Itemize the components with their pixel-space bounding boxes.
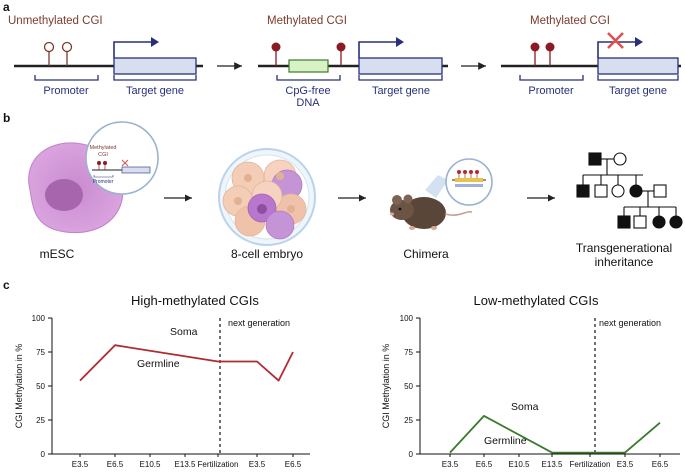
inset-title-line2: CGI bbox=[98, 152, 108, 158]
x-tick-label: E6.5 bbox=[285, 460, 302, 469]
cpg-free-dna-box bbox=[288, 59, 329, 73]
target-bracket bbox=[113, 75, 197, 81]
methylated-cpg-lollipops bbox=[530, 42, 555, 66]
x-tick-label: E3.5 bbox=[249, 460, 266, 469]
tss-arrow bbox=[597, 41, 637, 58]
promoter-bracket bbox=[519, 75, 584, 81]
tss-arrow bbox=[358, 41, 398, 58]
y-tick-label: 0 bbox=[41, 450, 46, 459]
inset-promoter-label: Promoter bbox=[93, 179, 114, 185]
state-methylated-silenced: Methylated CGI Promoter Target gene bbox=[501, 15, 681, 97]
y-tick-label: 100 bbox=[400, 314, 414, 323]
target-bracket bbox=[597, 75, 679, 81]
insert-label-line2: DNA bbox=[296, 97, 320, 109]
y-axis-label: CGI Methylation in % bbox=[14, 344, 24, 429]
series-line-germline bbox=[79, 344, 294, 382]
y-tick-label: 0 bbox=[409, 450, 414, 459]
y-tick-label: 50 bbox=[404, 382, 413, 391]
series-line-germline bbox=[449, 414, 661, 454]
tss-arrow bbox=[113, 41, 153, 58]
target-gene-label: Target gene bbox=[126, 85, 184, 97]
x-tick-label: Fertilization bbox=[198, 460, 239, 469]
panel-c: c High-methylated CGIs CGI Methylation i… bbox=[3, 278, 680, 469]
x-tick-label: E10.5 bbox=[509, 460, 530, 469]
y-tick-label: 100 bbox=[32, 314, 46, 323]
silenced-cross-icon bbox=[607, 32, 624, 49]
methylated-cpg-lollipops bbox=[271, 42, 346, 66]
pedigree-icon bbox=[576, 152, 683, 229]
unmethylated-cpg-lollipops bbox=[43, 41, 73, 66]
panel-a: a Unmethylated CGI Promoter Target gene … bbox=[3, 0, 681, 109]
x-tick-label: E6.5 bbox=[476, 460, 493, 469]
tss-arrowhead bbox=[151, 37, 159, 47]
inset-title-line1: Methylated bbox=[90, 145, 117, 151]
series-label-soma: Soma bbox=[170, 326, 198, 338]
y-tick-label: 50 bbox=[36, 382, 45, 391]
x-tick-label: E6.5 bbox=[107, 460, 124, 469]
chart-title: High-methylated CGIs bbox=[131, 293, 259, 308]
target-gene-box bbox=[597, 57, 679, 75]
state-3-title: Methylated CGI bbox=[530, 15, 610, 27]
panel-b: b Methylated CGI Promoter mESC bbox=[3, 111, 683, 269]
chimera-mouse-icon bbox=[390, 175, 473, 230]
chimera-label: Chimera bbox=[403, 247, 449, 261]
target-gene-label: Target gene bbox=[609, 85, 667, 97]
next-generation-label: next generation bbox=[228, 318, 290, 328]
y-tick-label: 25 bbox=[36, 416, 45, 425]
state-2-title: Methylated CGI bbox=[267, 15, 347, 27]
promoter-bracket bbox=[34, 75, 99, 81]
state-methylated-insert: Methylated CGI CpG-free DNA Target gene bbox=[258, 15, 448, 109]
promoter-label: Promoter bbox=[528, 85, 574, 97]
embryo-icon bbox=[218, 148, 316, 246]
target-gene-label: Target gene bbox=[372, 85, 430, 97]
y-axis-label: CGI Methylation in % bbox=[381, 344, 391, 429]
promoter-label: Promoter bbox=[43, 85, 89, 97]
chimera-construct-inset bbox=[445, 158, 493, 206]
series-label-germline: Germline bbox=[137, 358, 180, 370]
state-1-title: Unmethylated CGI bbox=[8, 15, 103, 27]
y-tick-label: 25 bbox=[404, 416, 413, 425]
series-label-soma: Soma bbox=[511, 401, 539, 413]
chart-title: Low-methylated CGIs bbox=[474, 293, 599, 308]
target-gene-box bbox=[358, 57, 443, 75]
next-generation-label: next generation bbox=[599, 318, 661, 328]
tss-arrowhead bbox=[396, 37, 404, 47]
embryo-label: 8-cell embryo bbox=[231, 247, 303, 261]
x-tick-label: E13.5 bbox=[175, 460, 196, 469]
pedigree-label-line2: inheritance bbox=[595, 255, 654, 269]
x-tick-label: E6.5 bbox=[652, 460, 669, 469]
pedigree-label-line1: Transgenerational bbox=[576, 241, 672, 255]
x-tick-label: E10.5 bbox=[140, 460, 161, 469]
construct-inset: Methylated CGI Promoter bbox=[85, 121, 159, 195]
x-tick-label: Fertilization bbox=[570, 460, 611, 469]
y-tick-label: 75 bbox=[36, 348, 45, 357]
panel-c-letter: c bbox=[3, 278, 10, 292]
panel-a-letter: a bbox=[3, 0, 10, 14]
insert-bracket bbox=[276, 75, 341, 81]
x-tick-label: E3.5 bbox=[72, 460, 89, 469]
target-gene-box bbox=[113, 57, 197, 75]
x-tick-label: E3.5 bbox=[617, 460, 634, 469]
mesc-label: mESC bbox=[40, 247, 75, 261]
panel-b-letter: b bbox=[3, 111, 10, 125]
target-bracket bbox=[358, 75, 443, 81]
state-unmethylated: Unmethylated CGI Promoter Target gene bbox=[8, 15, 203, 97]
x-tick-label: E13.5 bbox=[542, 460, 563, 469]
chart-high-methylated: High-methylated CGIs CGI Methylation in … bbox=[14, 293, 310, 469]
series-label-germline: Germline bbox=[484, 435, 527, 447]
chart-low-methylated: Low-methylated CGIs CGI Methylation in %… bbox=[381, 293, 680, 469]
insert-label-line1: CpG-free bbox=[285, 85, 330, 97]
x-tick-label: E3.5 bbox=[442, 460, 459, 469]
y-tick-label: 75 bbox=[404, 348, 413, 357]
tss-arrowhead bbox=[635, 37, 643, 47]
